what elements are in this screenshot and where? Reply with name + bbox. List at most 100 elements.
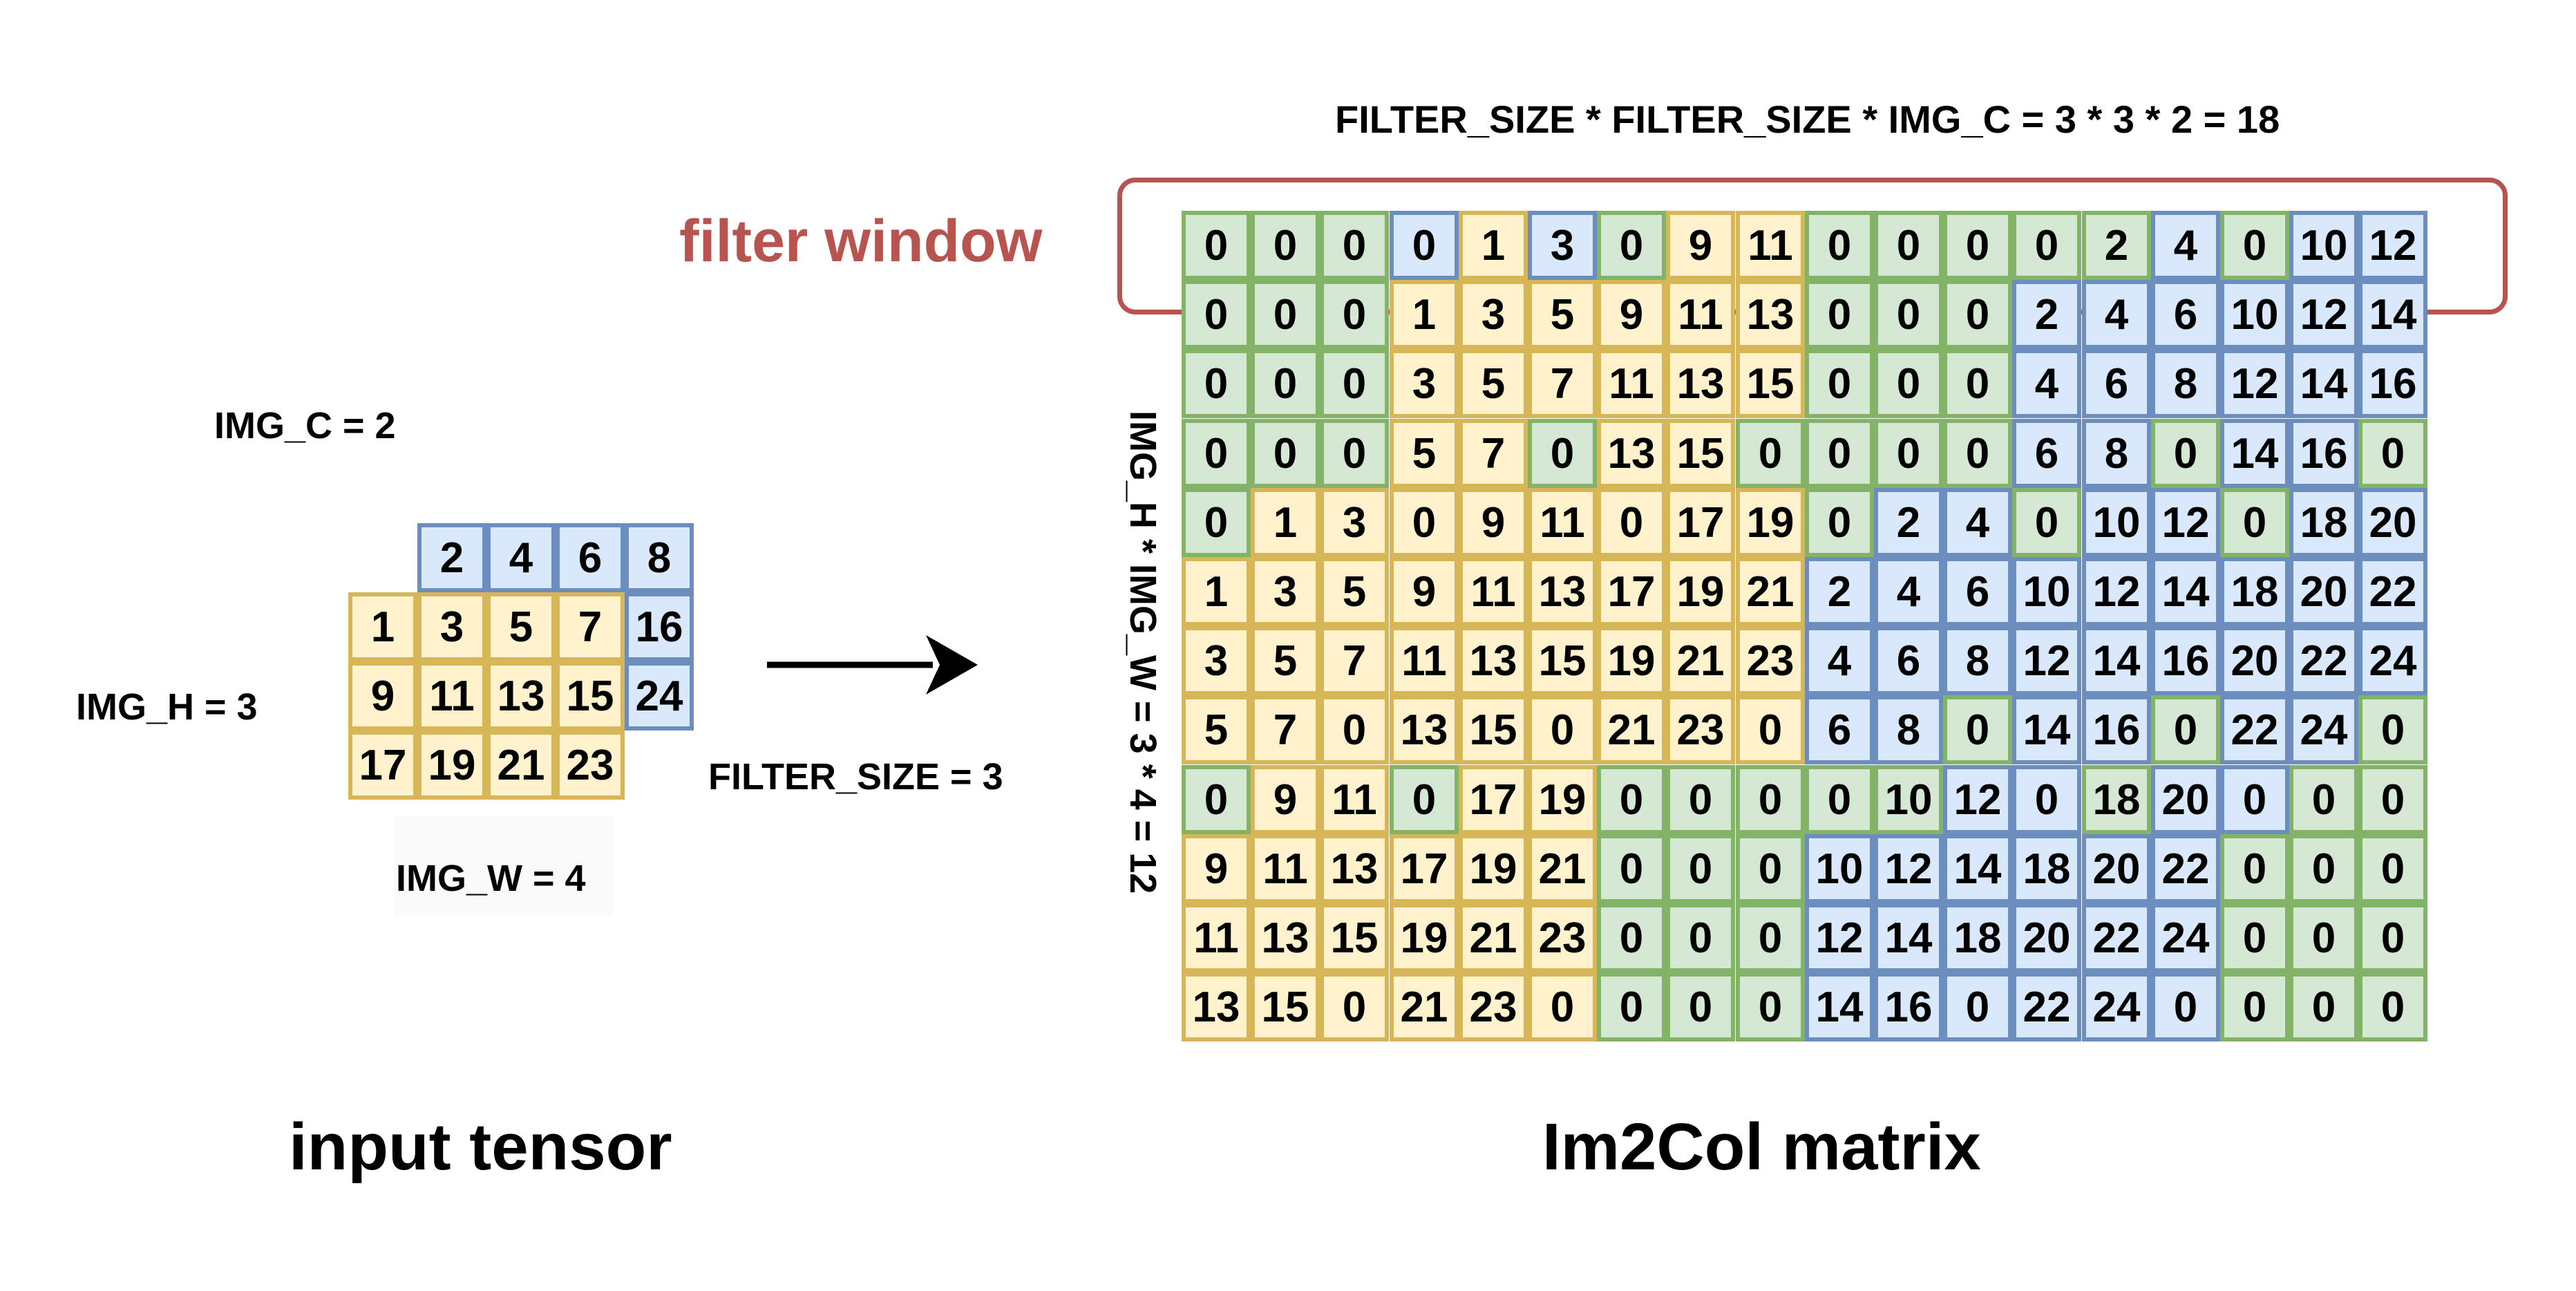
input-channel2-cell: 2 (417, 523, 486, 592)
im2col-cell: 16 (2151, 626, 2220, 695)
im2col-cell: 0 (1320, 349, 1389, 418)
im2col-cell: 16 (1874, 972, 1943, 1042)
im2col-cell: 20 (2082, 834, 2151, 903)
im2col-cell: 0 (1597, 211, 1666, 280)
input-channel1-cell: 13 (486, 661, 556, 731)
im2col-cell: 0 (1666, 834, 1735, 903)
im2col-cell: 10 (1874, 765, 1943, 834)
im2col-cell: 12 (2012, 626, 2081, 695)
im2col-cell: 15 (1528, 626, 1597, 695)
im2col-cell: 4 (1805, 626, 1874, 695)
im2col-cell: 4 (2082, 280, 2151, 349)
input-channel2-cell: 24 (625, 661, 694, 731)
im2col-cell: 0 (1528, 419, 1597, 488)
im2col-cell: 20 (2151, 765, 2220, 834)
im2col-cell: 15 (1320, 903, 1389, 972)
im2col-cell: 9 (1182, 834, 1251, 903)
im2col-cell: 8 (1874, 695, 1943, 764)
column-count-formula: IMG_H * IMG_W = 3 * 4 = 12 (1122, 411, 1164, 894)
im2col-cell: 23 (1528, 903, 1597, 972)
im2col-cell: 0 (2358, 419, 2427, 488)
im2col-cell: 2 (1874, 488, 1943, 557)
im2col-cell: 0 (1943, 349, 2012, 418)
im2col-cell: 17 (1459, 765, 1528, 834)
im2col-cell: 9 (1666, 211, 1735, 280)
im2col-cell: 14 (2220, 419, 2289, 488)
input-channel1-cell: 21 (486, 731, 556, 800)
im2col-cell: 0 (1320, 972, 1389, 1042)
im2col-cell: 11 (1390, 626, 1459, 695)
im2col-cell: 8 (2151, 349, 2220, 418)
im2col-cell: 0 (1320, 419, 1389, 488)
im2col-cell: 13 (1390, 695, 1459, 764)
im2col-cell: 0 (1320, 280, 1389, 349)
im2col-cell: 22 (2012, 972, 2081, 1042)
im2col-cell: 0 (2358, 903, 2427, 972)
im2col-cell: 6 (1805, 695, 1874, 764)
filter-size-label: FILTER_SIZE = 3 (708, 756, 1003, 798)
im2col-cell: 18 (2012, 834, 2081, 903)
im2col-cell: 2 (2082, 211, 2151, 280)
im2col-cell: 9 (1597, 280, 1666, 349)
im2col-cell: 22 (2151, 834, 2220, 903)
im2col-cell: 0 (1874, 280, 1943, 349)
im2col-cell: 17 (1597, 557, 1666, 626)
input-channel1-cell: 3 (417, 592, 486, 661)
im2col-cell: 0 (1736, 834, 1805, 903)
im2col-cell: 0 (2151, 695, 2220, 764)
im2col-cell: 14 (1943, 834, 2012, 903)
im2col-cell: 5 (1251, 626, 1320, 695)
im2col-cell: 3 (1320, 488, 1389, 557)
im2col-cell: 5 (1182, 695, 1251, 764)
im2col-cell: 0 (1943, 280, 2012, 349)
im2col-cell: 10 (2082, 488, 2151, 557)
im2col-cell: 11 (1251, 834, 1320, 903)
im2col-cell: 4 (2012, 349, 2081, 418)
im2col-cell: 4 (1943, 488, 2012, 557)
im2col-cell: 21 (1736, 557, 1805, 626)
im2col-cell: 0 (1597, 765, 1666, 834)
im2col-cell: 0 (1874, 349, 1943, 418)
im2col-cell: 0 (2012, 211, 2081, 280)
im2col-cell: 11 (1528, 488, 1597, 557)
im2col-cell: 0 (2358, 972, 2427, 1042)
im2col-cell: 0 (1320, 695, 1389, 764)
im2col-cell: 22 (2358, 557, 2427, 626)
im2col-cell: 10 (2012, 557, 2081, 626)
im2col-cell: 10 (2289, 211, 2358, 280)
input-channel1-cell: 1 (348, 592, 417, 661)
im2col-cell: 0 (1528, 972, 1597, 1042)
im2col-cell: 12 (1874, 834, 1943, 903)
im2col-cell: 0 (1874, 211, 1943, 280)
im2col-cell: 12 (2289, 280, 2358, 349)
im2col-cell: 20 (2220, 626, 2289, 695)
im2col-cell: 15 (1251, 972, 1320, 1042)
im2col-cell: 21 (1597, 695, 1666, 764)
im2col-cell: 0 (1182, 349, 1251, 418)
im2col-cell: 0 (1182, 488, 1251, 557)
im2col-cell: 0 (1736, 695, 1805, 764)
im2col-cell: 0 (1736, 903, 1805, 972)
im2col-cell: 0 (1528, 695, 1597, 764)
im2col-cell: 15 (1459, 695, 1528, 764)
im2col-cell: 0 (1943, 211, 2012, 280)
im2col-cell: 0 (2289, 903, 2358, 972)
im2col-cell: 0 (1182, 211, 1251, 280)
im2col-cell: 0 (2289, 972, 2358, 1042)
im2col-cell: 17 (1666, 488, 1735, 557)
im2col-cell: 19 (1597, 626, 1666, 695)
im2col-cell: 6 (2151, 280, 2220, 349)
input-channel1-cell: 23 (556, 731, 625, 800)
im2col-cell: 0 (2151, 419, 2220, 488)
im2col-cell: 13 (1459, 626, 1528, 695)
input-channel1-cell: 17 (348, 731, 417, 800)
im2col-cell: 0 (1597, 488, 1666, 557)
im2col-cell: 0 (1666, 765, 1735, 834)
im2col-cell: 24 (2082, 972, 2151, 1042)
im2col-cell: 23 (1459, 972, 1528, 1042)
im2col-cell: 0 (1597, 834, 1666, 903)
im2col-cell: 3 (1182, 626, 1251, 695)
im2col-cell: 21 (1390, 972, 1459, 1042)
im2col-cell: 7 (1251, 695, 1320, 764)
input-channel1-cell: 9 (348, 661, 417, 731)
